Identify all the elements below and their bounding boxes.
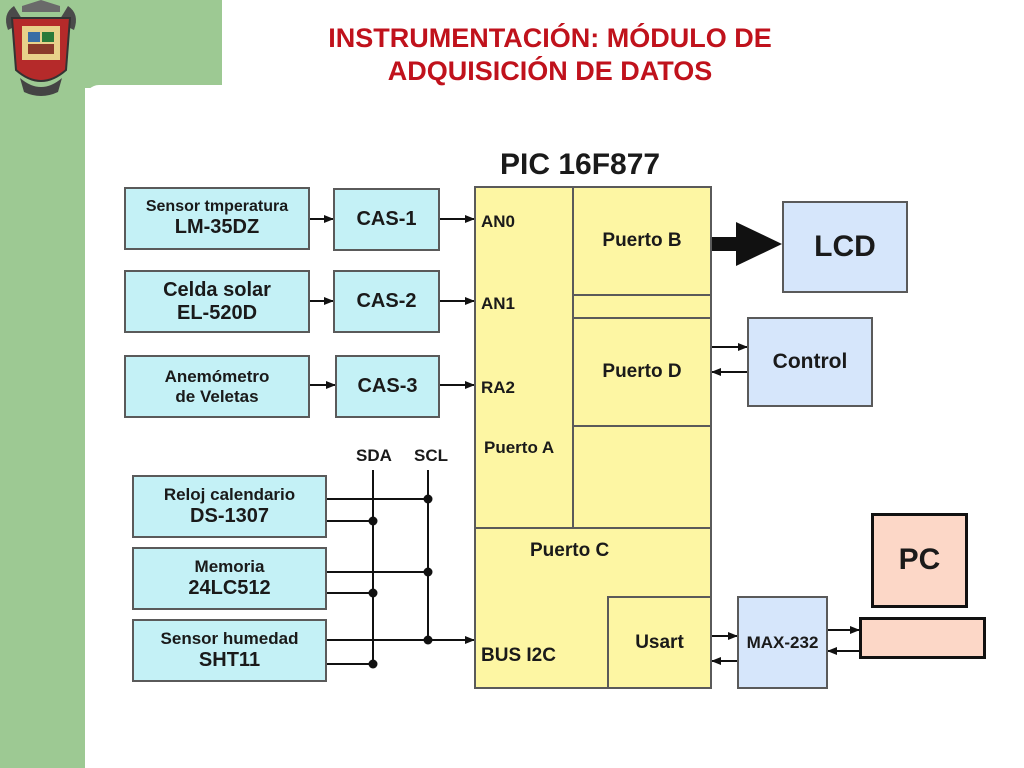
puerto-c-label: Puerto C — [530, 540, 610, 561]
puerto-a-block — [474, 186, 574, 529]
humidity-sensor-label: Sensor humedad — [160, 629, 299, 649]
puerto-d-block: Puerto D — [572, 317, 712, 427]
sensor-temperature-label: Sensor tmperatura — [145, 197, 289, 215]
pc-label: PC — [898, 543, 941, 577]
pc-base — [859, 617, 986, 659]
pic-spacer-block — [572, 294, 712, 319]
max232-box: MAX-232 — [737, 596, 828, 689]
title-line-1: INSTRUMENTACIÓN: MÓDULO DE — [328, 23, 772, 53]
rtc-box: Reloj calendario DS-1307 — [132, 475, 327, 538]
pin-an1-label: AN1 — [481, 294, 516, 313]
control-label: Control — [772, 349, 848, 373]
memory-label: Memoria — [194, 557, 265, 577]
title-line-2: ADQUISICIÓN DE DATOS — [387, 56, 713, 86]
humidity-sensor-model: SHT11 — [198, 648, 261, 671]
pc-monitor: PC — [871, 513, 968, 608]
cas-3-box: CAS-3 — [335, 355, 440, 418]
memory-model: 24LC512 — [188, 576, 271, 599]
usart-label: Usart — [635, 631, 684, 653]
puerto-d-label: Puerto D — [602, 361, 682, 383]
pin-an0-label: AN0 — [481, 212, 516, 231]
bus-i2c-label: BUS I2C — [481, 645, 556, 666]
pin-ra2-label: RA2 — [481, 378, 516, 397]
control-box: Control — [747, 317, 873, 407]
anemometer-box: Anemómetro de Veletas — [124, 355, 310, 418]
cas-1-box: CAS-1 — [333, 188, 440, 251]
sda-label: SDA — [356, 446, 392, 465]
cas-2-label: CAS-2 — [356, 290, 417, 312]
solar-cell-box: Celda solar EL-520D — [124, 270, 310, 333]
university-seal-icon — [6, 0, 76, 96]
pic-title: PIC 16F877 — [500, 148, 661, 181]
solar-cell-label: Celda solar — [163, 278, 271, 301]
pic-lower-block — [572, 425, 712, 529]
usart-block: Usart — [607, 596, 712, 689]
background-band-left — [0, 0, 85, 768]
max232-label: MAX-232 — [746, 632, 819, 652]
rtc-model: DS-1307 — [190, 504, 269, 527]
cas-1-label: CAS-1 — [356, 208, 417, 230]
cas-2-box: CAS-2 — [333, 270, 440, 333]
solar-cell-model: EL-520D — [176, 301, 258, 324]
page-title: INSTRUMENTACIÓN: MÓDULO DE ADQUISICIÓN D… — [240, 22, 860, 88]
rtc-label: Reloj calendario — [163, 485, 296, 505]
lcd-box: LCD — [782, 201, 908, 293]
sensor-temperature-model: LM-35DZ — [174, 216, 260, 239]
puerto-b-block: Puerto B — [572, 186, 712, 296]
puerto-a-label: Puerto A — [484, 438, 555, 457]
puerto-b-label: Puerto B — [602, 230, 682, 252]
humidity-sensor-box: Sensor humedad SHT11 — [132, 619, 327, 682]
anemometer-label: Anemómetro — [164, 366, 270, 386]
memory-box: Memoria 24LC512 — [132, 547, 327, 610]
scl-label: SCL — [414, 446, 448, 465]
sensor-temperature-box: Sensor tmperatura LM-35DZ — [124, 187, 310, 250]
anemometer-sublabel: de Veletas — [175, 386, 259, 406]
cas-3-label: CAS-3 — [357, 375, 418, 397]
lcd-label: LCD — [814, 229, 876, 263]
